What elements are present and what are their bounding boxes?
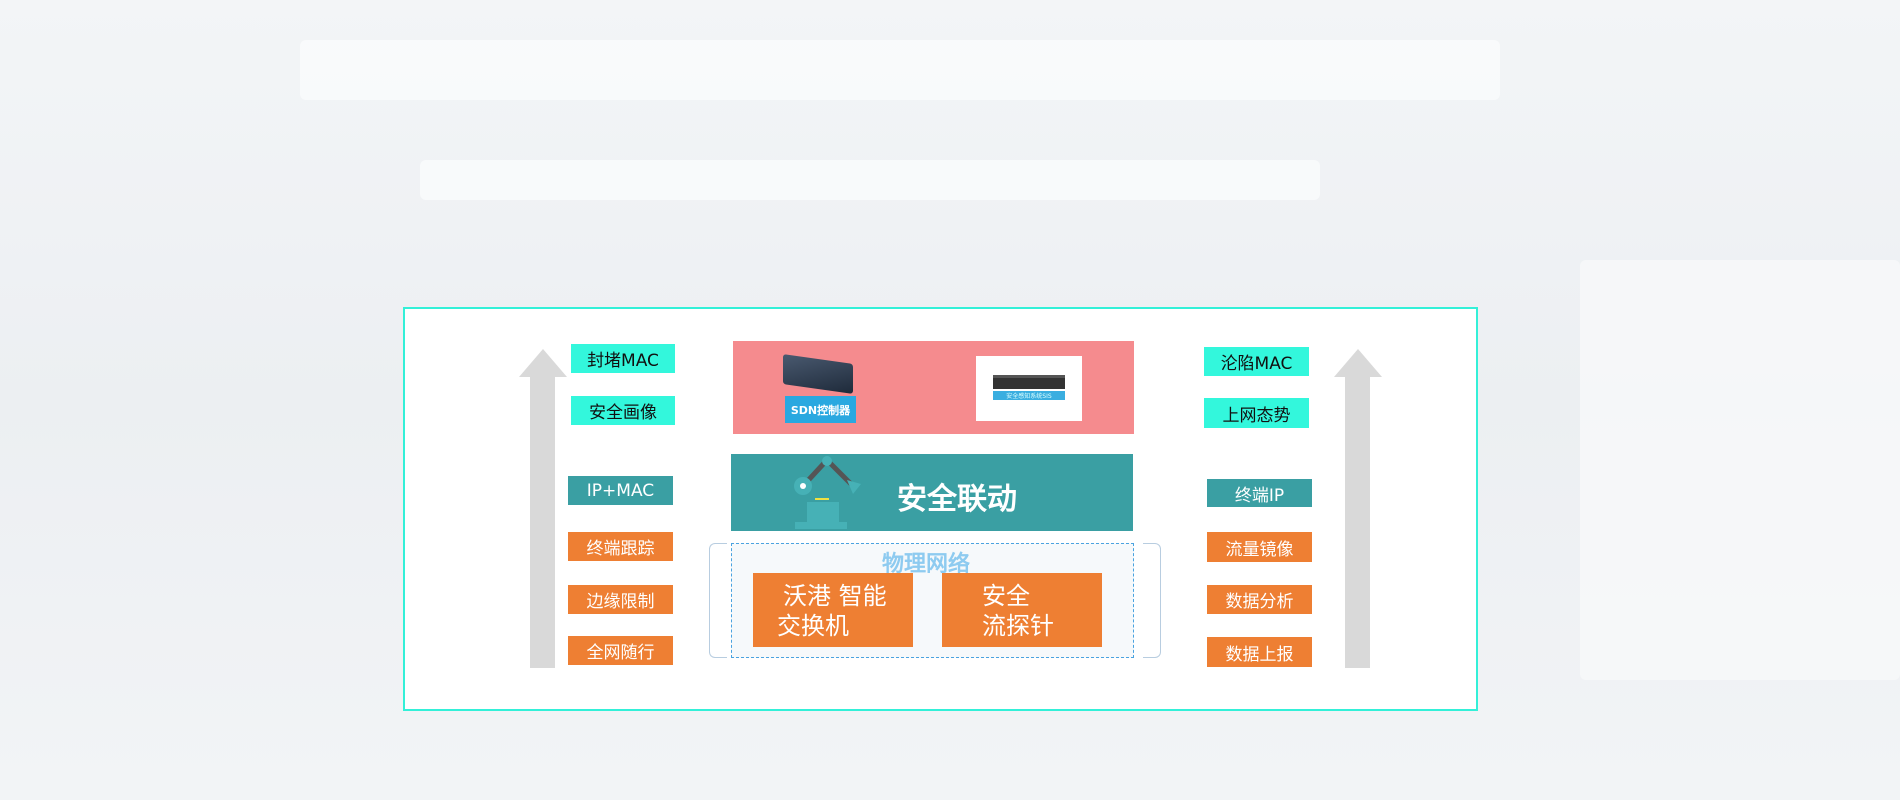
- right-label-data-analysis: 数据分析: [1207, 585, 1312, 614]
- right-label-terminal-ip: 终端IP: [1207, 479, 1312, 507]
- smart-switch-box: 沃港 智能 交换机: [753, 573, 913, 647]
- security-linkage-layer: 安全联动: [731, 454, 1133, 531]
- right-brace: [1143, 543, 1161, 658]
- sdn-controller-device-icon: [783, 354, 853, 394]
- control-layer: SDN控制器 安全感知系统SIS: [733, 341, 1134, 434]
- left-label-edge-limit: 边缘限制: [568, 585, 673, 614]
- left-label-terminal-tracking: 终端跟踪: [568, 532, 673, 561]
- robot-arm-icon: [794, 456, 861, 529]
- right-label-traffic-mirror: 流量镜像: [1207, 532, 1312, 562]
- probe-line-1: 安全: [982, 582, 1030, 610]
- left-label-ip-mac: IP+MAC: [568, 476, 673, 505]
- switch-line-2: 交换机: [777, 612, 849, 640]
- physical-network-title: 物理网络: [882, 552, 971, 577]
- security-system-panel: 安全感知系统SIS: [976, 356, 1082, 421]
- left-brace: [709, 543, 727, 658]
- appliance-icon: [993, 375, 1065, 389]
- right-up-arrow: [1334, 349, 1382, 668]
- right-label-data-report: 数据上报: [1207, 637, 1312, 667]
- device-caption: 安全感知系统SIS: [993, 391, 1065, 400]
- sdn-controller-label: SDN控制器: [785, 396, 856, 423]
- left-label-network-roaming: 全网随行: [568, 636, 673, 665]
- switch-line-1: 沃港 智能: [783, 582, 887, 610]
- security-linkage-title: 安全联动: [897, 482, 1017, 517]
- right-label-online-situation: 上网态势: [1204, 398, 1309, 428]
- left-label-block-mac: 封堵MAC: [571, 344, 675, 373]
- flow-probe-box: 安全 流探针: [942, 573, 1102, 647]
- right-label-compromised-mac: 沦陷MAC: [1204, 347, 1309, 376]
- probe-line-2: 流探针: [982, 612, 1054, 640]
- left-label-security-profile: 安全画像: [571, 396, 675, 425]
- left-up-arrow: [519, 349, 567, 668]
